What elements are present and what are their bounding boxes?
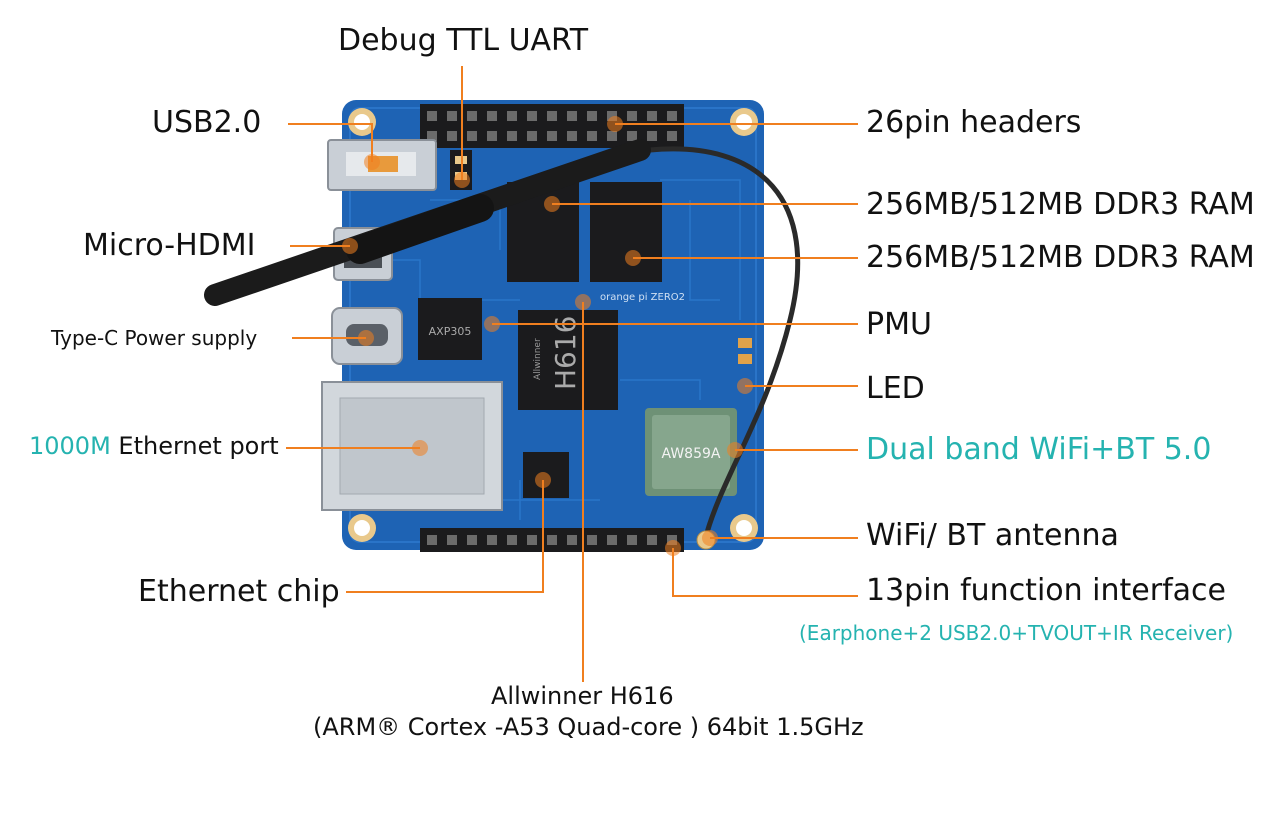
label-ethernet-chip: Ethernet chip bbox=[138, 574, 340, 609]
usb-port bbox=[327, 139, 437, 191]
header-pin bbox=[567, 131, 577, 141]
label-micro-hdmi: Micro-HDMI bbox=[83, 228, 256, 263]
header-pin bbox=[547, 131, 557, 141]
leader-dot bbox=[625, 250, 641, 266]
board-name-marking: orange pi ZERO2 bbox=[600, 292, 685, 303]
leader-dot bbox=[454, 172, 470, 188]
leader-dot bbox=[364, 154, 380, 170]
header-pin bbox=[627, 131, 637, 141]
header-pin bbox=[567, 535, 577, 545]
header-pin bbox=[667, 131, 677, 141]
leader-dot bbox=[702, 530, 718, 546]
header-pin bbox=[487, 535, 497, 545]
leader-dot bbox=[342, 238, 358, 254]
header-pin bbox=[507, 535, 517, 545]
header-pin bbox=[527, 535, 537, 545]
header-pin bbox=[507, 111, 517, 121]
label-soc-name: Allwinner H616 bbox=[491, 682, 674, 710]
header-pin bbox=[427, 535, 437, 545]
header-pin bbox=[647, 535, 657, 545]
header-pin bbox=[607, 131, 617, 141]
leader-dot bbox=[484, 316, 500, 332]
header-pin bbox=[447, 111, 457, 121]
leader-dot bbox=[544, 196, 560, 212]
label-led: LED bbox=[866, 371, 925, 406]
header-pin bbox=[587, 535, 597, 545]
leader-dot bbox=[535, 472, 551, 488]
header-pin bbox=[567, 111, 577, 121]
header-pin bbox=[487, 111, 497, 121]
header-pin bbox=[467, 131, 477, 141]
header-pin bbox=[527, 111, 537, 121]
leader-13pin bbox=[672, 548, 858, 597]
label-26pin-headers: 26pin headers bbox=[866, 105, 1082, 140]
wifi-module: AW859A bbox=[645, 408, 737, 496]
leader-dot bbox=[607, 116, 623, 132]
pmu-marking: AXP305 bbox=[429, 325, 472, 338]
header-pin bbox=[447, 131, 457, 141]
header-pin bbox=[547, 111, 557, 121]
label-ram-2: 256MB/512MB DDR3 RAM bbox=[866, 240, 1255, 275]
header-pin bbox=[607, 111, 617, 121]
header-pin bbox=[627, 111, 637, 121]
header-pin bbox=[587, 131, 597, 141]
label-soc-detail: (ARM® Cortex -A53 Quad-core ) 64bit 1.5G… bbox=[313, 713, 864, 741]
header-pin bbox=[447, 535, 457, 545]
label-ethernet-port-text: Ethernet port bbox=[110, 432, 279, 460]
label-ethernet-speed: 1000M bbox=[29, 432, 111, 460]
leader-lines bbox=[286, 66, 858, 682]
mounting-holes bbox=[348, 108, 758, 542]
pmu-chip: AXP305 bbox=[418, 298, 482, 360]
header-pin bbox=[607, 535, 617, 545]
label-ethernet-port: 1000M Ethernet port bbox=[29, 434, 279, 458]
label-pmu: PMU bbox=[866, 307, 932, 342]
leader-dot bbox=[575, 294, 591, 310]
header-pin bbox=[647, 111, 657, 121]
header-pin bbox=[667, 111, 677, 121]
soc-marking: H616 bbox=[549, 316, 582, 391]
label-usb2: USB2.0 bbox=[152, 105, 262, 140]
header-pin bbox=[507, 131, 517, 141]
leds bbox=[738, 338, 752, 364]
label-13pin-interface: 13pin function interface bbox=[866, 573, 1226, 608]
leader-dot bbox=[737, 378, 753, 394]
header-pin bbox=[467, 111, 477, 121]
label-antenna: WiFi/ BT antenna bbox=[866, 518, 1119, 553]
label-type-c-power: Type-C Power supply bbox=[51, 326, 258, 350]
antenna-stick bbox=[204, 139, 651, 306]
label-ram-1: 256MB/512MB DDR3 RAM bbox=[866, 187, 1255, 222]
label-debug-ttl-uart: Debug TTL UART bbox=[338, 23, 589, 58]
header-pin bbox=[427, 111, 437, 121]
header-pin bbox=[647, 131, 657, 141]
soc-brand-marking: Allwinner bbox=[533, 338, 543, 380]
antenna-cable bbox=[649, 146, 801, 541]
header-pin bbox=[467, 535, 477, 545]
header-pin bbox=[487, 131, 497, 141]
ethernet-port bbox=[321, 381, 503, 511]
header-pin bbox=[667, 535, 677, 545]
header-pin bbox=[587, 111, 597, 121]
soc-chip: Allwinner H616 bbox=[518, 310, 618, 410]
leader-usb bbox=[288, 123, 373, 162]
leader-ethernet-chip bbox=[346, 480, 544, 593]
leader-dot bbox=[358, 330, 374, 346]
label-wifi-bt: Dual band WiFi+BT 5.0 bbox=[866, 432, 1212, 467]
header-pin bbox=[527, 131, 537, 141]
ram-chip-2 bbox=[590, 182, 662, 282]
header-pin bbox=[547, 535, 557, 545]
leader-dot bbox=[665, 540, 681, 556]
leader-dot bbox=[727, 442, 743, 458]
header-pin bbox=[427, 131, 437, 141]
header-pin bbox=[627, 535, 637, 545]
leader-dot bbox=[412, 440, 428, 456]
wifi-module-marking: AW859A bbox=[662, 446, 721, 462]
pin-header-13 bbox=[420, 528, 684, 552]
label-13pin-detail: (Earphone+2 USB2.0+TVOUT+IR Receiver) bbox=[799, 621, 1234, 645]
leader-dots bbox=[342, 116, 753, 556]
